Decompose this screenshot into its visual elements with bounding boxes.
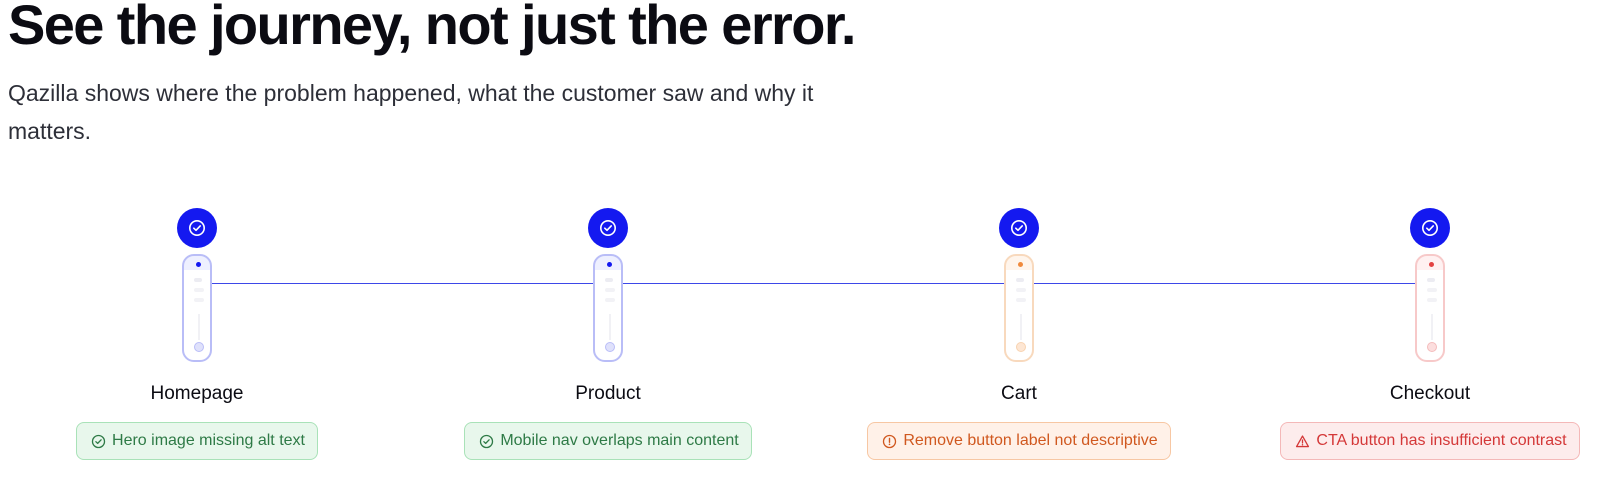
step-label: Homepage	[150, 383, 244, 404]
journey-step-product: Product Mobile nav overlaps main content	[464, 208, 752, 460]
phone-mockup	[182, 254, 212, 362]
info-circle-icon	[883, 434, 897, 448]
check-circle-icon	[189, 220, 205, 236]
check-circle-icon	[1422, 220, 1438, 236]
check-circle-icon	[1011, 220, 1027, 236]
issue-badge[interactable]: Hero image missing alt text	[76, 422, 318, 460]
phone-mockup	[1004, 254, 1034, 362]
phone-mockup	[593, 254, 623, 362]
check-circle-icon	[600, 220, 616, 236]
journey-step-cart: Cart Remove button label not descriptive	[867, 208, 1171, 460]
check-circle-icon	[480, 434, 494, 448]
issue-badge[interactable]: Remove button label not descriptive	[867, 422, 1171, 460]
journey-step-homepage: Homepage Hero image missing alt text	[67, 208, 327, 460]
page-description: Qazilla shows where the problem happened…	[8, 80, 814, 144]
journey-step-checkout: Checkout CTA button has insufficient con…	[1280, 208, 1580, 460]
journey-track-line	[197, 283, 1429, 284]
step-check-badge	[588, 208, 628, 248]
step-check-badge	[999, 208, 1039, 248]
step-label: Cart	[1001, 383, 1037, 404]
warning-triangle-icon	[1296, 434, 1310, 447]
step-label: Product	[575, 383, 641, 404]
issue-badge[interactable]: CTA button has insufficient contrast	[1280, 422, 1580, 460]
issue-text: Mobile nav overlaps main content	[500, 432, 739, 449]
issue-text: Hero image missing alt text	[112, 432, 305, 449]
step-check-badge	[177, 208, 217, 248]
phone-mockup	[1415, 254, 1445, 362]
issue-text: Remove button label not descriptive	[903, 432, 1158, 449]
issue-badge[interactable]: Mobile nav overlaps main content	[464, 422, 752, 460]
issue-text: CTA button has insufficient contrast	[1316, 432, 1567, 449]
page-title: See the journey, not just the error.	[8, 0, 856, 56]
check-circle-icon	[91, 434, 106, 448]
step-label: Checkout	[1389, 383, 1471, 404]
step-check-badge	[1410, 208, 1450, 248]
